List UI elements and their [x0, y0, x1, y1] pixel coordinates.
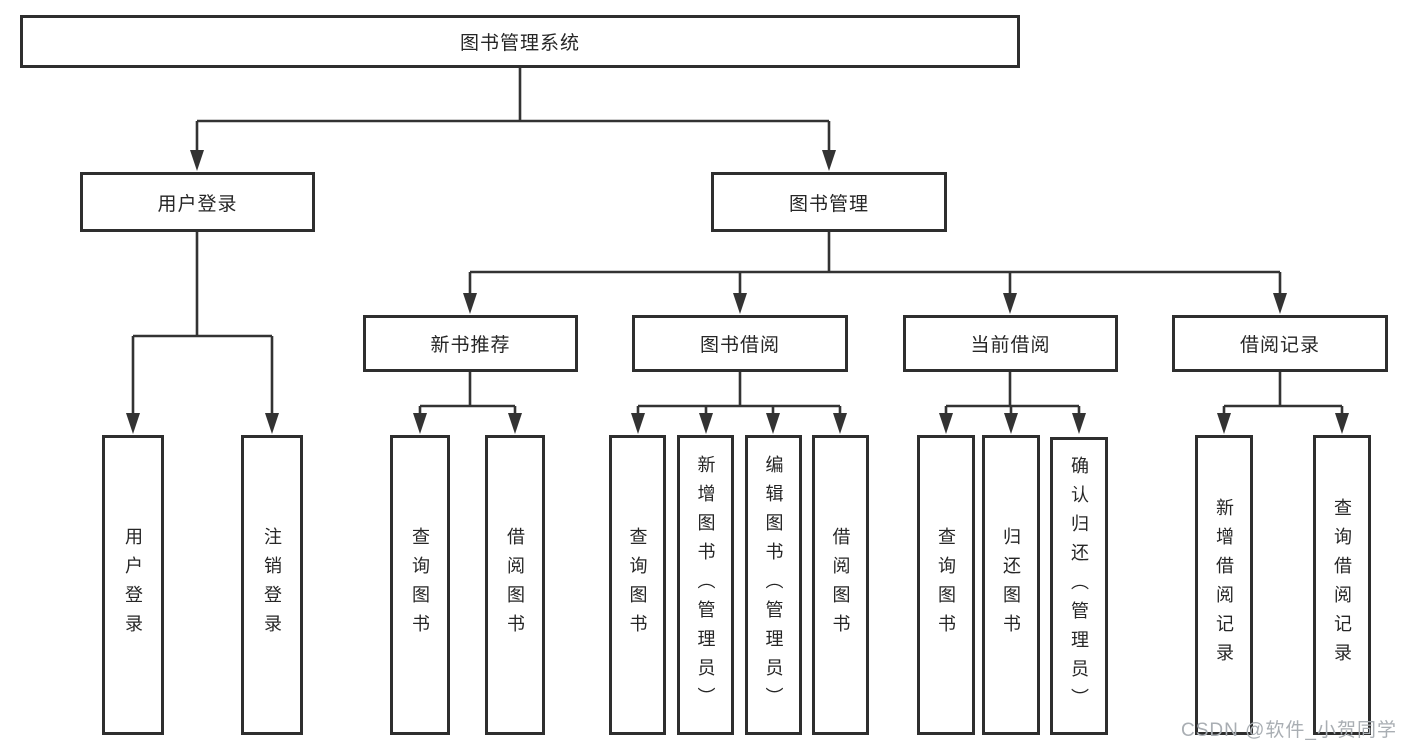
- node-borrowing-records-label: 借阅记录: [1239, 335, 1320, 356]
- node-book-management: 图书管理: [711, 172, 947, 232]
- node-root: 图书管理系统: [20, 15, 1020, 68]
- leaf-logout-label: 注销登录: [262, 527, 282, 643]
- leaf-borrow-add-book-admin-label: 新增图书（管理员）: [695, 454, 716, 716]
- leaf-newbook-query-books: 查询图书: [390, 435, 450, 735]
- leaf-logout: 注销登录: [241, 435, 303, 735]
- connector-paths: [131, 68, 1344, 416]
- leaf-records-add-record-label: 新增借阅记录: [1214, 498, 1234, 672]
- leaf-borrow-query-books: 查询图书: [609, 435, 666, 735]
- leaf-records-query-record-label: 查询借阅记录: [1332, 498, 1352, 672]
- node-user-login-label: 用户登录: [157, 193, 238, 215]
- leaf-records-query-record: 查询借阅记录: [1313, 435, 1371, 735]
- node-current-borrowing: 当前借阅: [903, 315, 1118, 372]
- leaf-borrow-add-book-admin: 新增图书（管理员）: [677, 435, 734, 735]
- leaf-user-login: 用户登录: [102, 435, 164, 735]
- leaf-current-confirm-return-admin: 确认归还（管理员）: [1050, 437, 1108, 735]
- leaf-newbook-borrow-books: 借阅图书: [485, 435, 545, 735]
- node-new-book-recommend: 新书推荐: [363, 315, 578, 372]
- node-root-label: 图书管理系统: [459, 33, 580, 54]
- leaf-records-add-record: 新增借阅记录: [1195, 435, 1253, 735]
- node-book-borrowing-label: 图书借阅: [699, 335, 780, 356]
- node-new-book-recommend-label: 新书推荐: [430, 335, 511, 356]
- leaf-current-return-books: 归还图书: [982, 435, 1040, 735]
- leaf-borrow-query-books-label: 查询图书: [627, 527, 648, 643]
- leaf-current-return-books-label: 归还图书: [1001, 527, 1021, 643]
- leaf-borrow-edit-book-admin: 编辑图书（管理员）: [745, 435, 802, 735]
- leaf-user-login-label: 用户登录: [123, 527, 143, 643]
- leaf-current-confirm-return-admin-label: 确认归还（管理员）: [1069, 455, 1089, 717]
- leaf-borrow-edit-book-admin-label: 编辑图书（管理员）: [763, 454, 784, 716]
- leaf-current-query-books-label: 查询图书: [936, 527, 956, 643]
- leaf-borrow-borrow-books: 借阅图书: [812, 435, 869, 735]
- node-current-borrowing-label: 当前借阅: [970, 335, 1051, 356]
- csdn-watermark: CSDN @软件_小贺同学: [1181, 720, 1397, 741]
- node-book-borrowing: 图书借阅: [632, 315, 848, 372]
- arrowheads: [126, 150, 1349, 434]
- leaf-newbook-borrow-books-label: 借阅图书: [505, 527, 525, 643]
- node-borrowing-records: 借阅记录: [1172, 315, 1388, 372]
- node-user-login: 用户登录: [80, 172, 315, 232]
- leaf-borrow-borrow-books-label: 借阅图书: [830, 527, 851, 643]
- leaf-current-query-books: 查询图书: [917, 435, 975, 735]
- node-book-management-label: 图书管理: [788, 193, 869, 215]
- leaf-newbook-query-books-label: 查询图书: [410, 527, 430, 643]
